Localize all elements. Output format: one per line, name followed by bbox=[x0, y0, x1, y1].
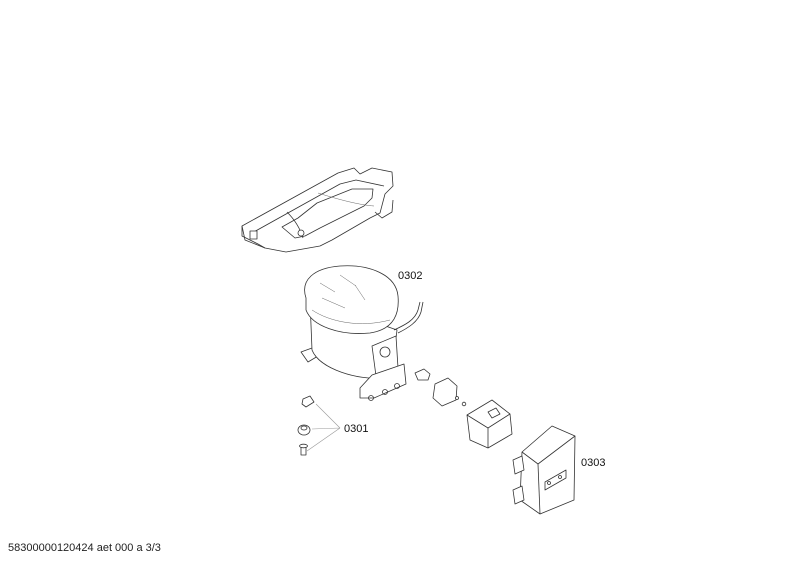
label-compressor: 0302 bbox=[398, 270, 423, 282]
label-mounting-kit: 0301 bbox=[344, 423, 369, 435]
drip-tray bbox=[241, 167, 394, 253]
relay-parts bbox=[414, 368, 467, 407]
relay-cover bbox=[466, 399, 513, 449]
compressor bbox=[300, 265, 424, 401]
mounting-kit bbox=[297, 395, 341, 456]
document-id: 58300000120424 aet 000 a 3/3 bbox=[8, 542, 161, 554]
label-electronics-module: 0303 bbox=[581, 457, 606, 469]
electronics-module bbox=[512, 425, 576, 515]
